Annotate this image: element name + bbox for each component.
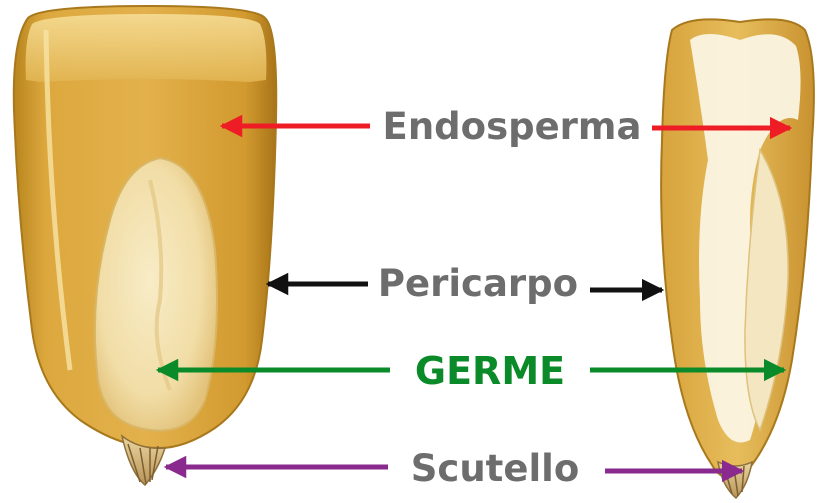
scutellum-label: Scutello [411,447,580,490]
germ-label: GERME [415,349,565,393]
endosperm-label: Endosperma [383,105,642,148]
left-kernel [14,6,276,485]
right-kernel [661,19,814,498]
pericarp-label: Pericarpo [378,262,578,305]
right-kernel-tip [718,462,752,498]
left-kernel-crown [26,14,267,82]
